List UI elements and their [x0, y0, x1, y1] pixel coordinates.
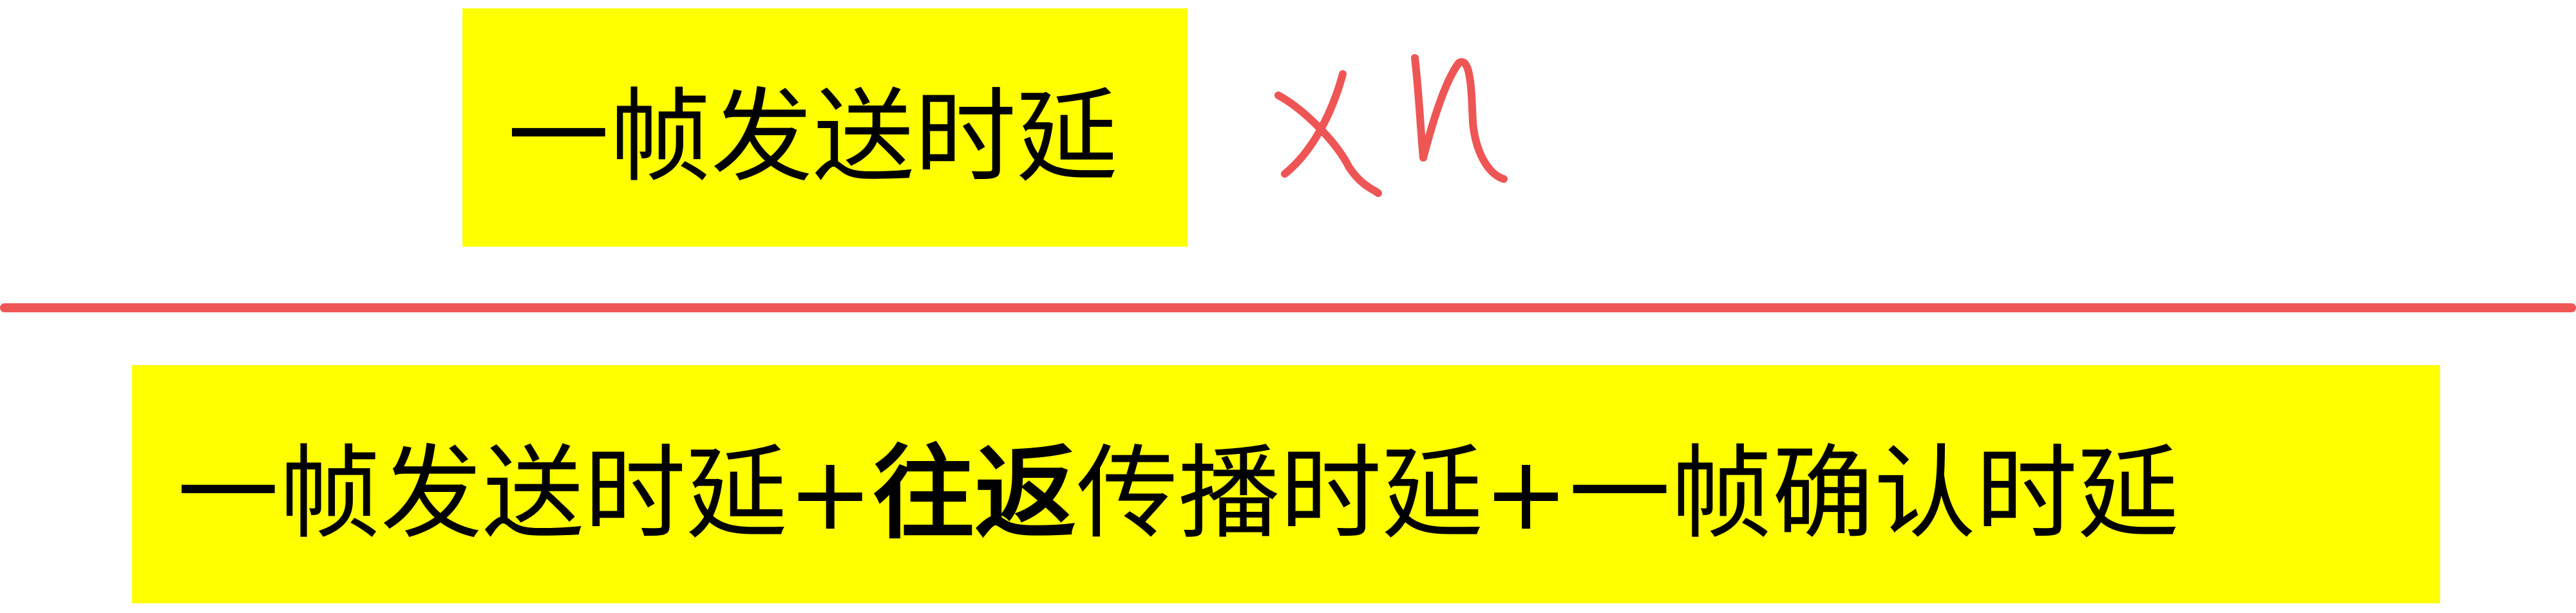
multiplier-annotation: x n [1274, 54, 1508, 197]
handwritten-n-stroke [1411, 54, 1508, 183]
denominator-part-2-bold: 往返 [873, 434, 1077, 553]
denominator-part-3: 传播时延+一帧确认时延 [1076, 434, 2179, 553]
denominator-box: 一帧发送时延+往返传播时延+一帧确认时延 [132, 365, 2440, 603]
handwritten-x-stroke-2 [1281, 70, 1347, 178]
denominator-part-1: 一帧发送时延+ [177, 434, 873, 553]
numerator-text: 一帧发送时延 [507, 77, 1118, 196]
handwritten-x-stroke-1 [1274, 91, 1382, 197]
numerator-box: 一帧发送时延 [462, 8, 1188, 247]
fraction-line [0, 303, 2576, 312]
